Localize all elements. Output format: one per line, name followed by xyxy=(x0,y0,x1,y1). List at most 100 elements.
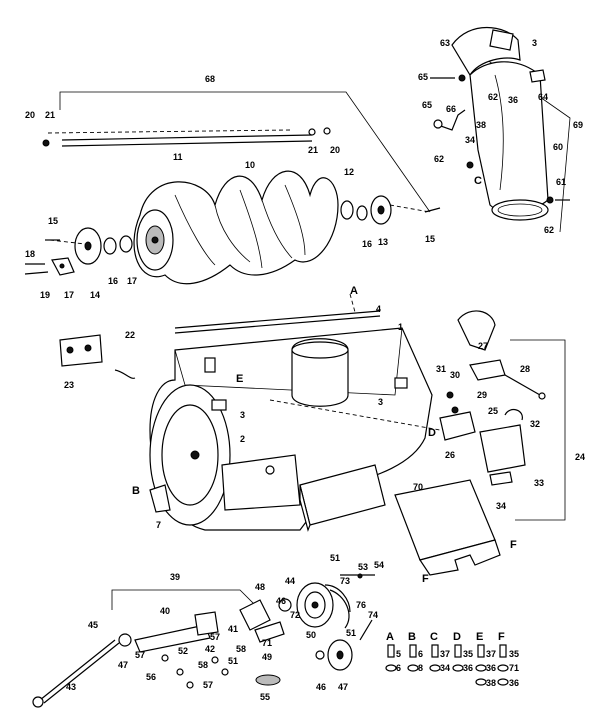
key-34: 34 xyxy=(440,663,450,673)
key-38: 38 xyxy=(486,678,496,688)
callout-20: 20 xyxy=(25,110,35,120)
callout-3: 3 xyxy=(240,410,245,420)
callout-72: 72 xyxy=(290,610,300,620)
callout-65: 65 xyxy=(418,72,428,82)
callout-69: 69 xyxy=(573,120,583,130)
letter-callouts: A B C D E F F A B C D E F xyxy=(132,175,517,643)
callout-41: 41 xyxy=(228,624,238,634)
callout-21: 21 xyxy=(45,110,55,120)
callout-62: 62 xyxy=(434,154,444,164)
callout-42: 42 xyxy=(205,644,215,654)
callout-53: 53 xyxy=(358,562,368,572)
key-letter-c: C xyxy=(430,631,438,643)
key-5: 5 xyxy=(396,649,401,659)
callout-27: 27 xyxy=(478,341,488,351)
callout-10: 10 xyxy=(245,160,255,170)
callout-34: 34 xyxy=(465,135,475,145)
callout-47: 47 xyxy=(118,660,128,670)
key-letter-a: A xyxy=(386,631,394,643)
callout-55: 55 xyxy=(260,692,270,702)
callout-23: 23 xyxy=(64,380,74,390)
callout-7: 7 xyxy=(156,520,161,530)
callout-46: 46 xyxy=(276,596,286,606)
callout-71: 71 xyxy=(262,638,272,648)
callout-26: 26 xyxy=(445,450,455,460)
key-letter-b: B xyxy=(408,631,416,643)
callout-43: 43 xyxy=(66,682,76,692)
key-6: 6 xyxy=(396,663,401,673)
key-35: 35 xyxy=(463,649,473,659)
letter-f: F xyxy=(510,539,517,551)
key-letter-f: F xyxy=(498,631,505,643)
callout-63: 63 xyxy=(440,38,450,48)
callout-74: 74 xyxy=(368,610,378,620)
callout-31: 31 xyxy=(436,364,446,374)
callout-45: 45 xyxy=(88,620,98,630)
letter-f: F xyxy=(422,573,429,585)
callout-52: 52 xyxy=(178,646,188,656)
callout-38: 38 xyxy=(476,120,486,130)
key-letter-d: D xyxy=(453,631,461,643)
callout-36: 36 xyxy=(508,95,518,105)
callout-25: 25 xyxy=(488,406,498,416)
key-36: 36 xyxy=(463,663,473,673)
callout-33: 33 xyxy=(534,478,544,488)
callout-68: 68 xyxy=(205,74,215,84)
callout-49: 49 xyxy=(262,652,272,662)
key-letter-e: E xyxy=(476,631,483,643)
callout-3: 3 xyxy=(532,38,537,48)
letter-e: E xyxy=(236,373,243,385)
auger-assembly xyxy=(24,91,441,285)
callout-64: 64 xyxy=(538,92,548,102)
callout-51: 51 xyxy=(330,553,340,563)
callout-73: 73 xyxy=(340,576,350,586)
callout-16: 16 xyxy=(108,276,118,286)
callout-14: 14 xyxy=(90,290,100,300)
drive-linkage xyxy=(32,573,375,708)
callout-57: 57 xyxy=(135,650,145,660)
auger-housing xyxy=(59,293,566,576)
callout-22: 22 xyxy=(125,330,135,340)
key-36: 36 xyxy=(509,678,519,688)
callout-20: 20 xyxy=(330,145,340,155)
callout-17: 17 xyxy=(64,290,74,300)
callout-17: 17 xyxy=(127,276,137,286)
callout-60: 60 xyxy=(553,142,563,152)
callout-28: 28 xyxy=(520,364,530,374)
callout-51: 51 xyxy=(228,656,238,666)
discharge-chute xyxy=(430,26,571,233)
callout-65: 65 xyxy=(422,100,432,110)
callout-48: 48 xyxy=(255,582,265,592)
callout-61: 61 xyxy=(556,177,566,187)
callout-2: 2 xyxy=(240,434,245,444)
callout-66: 66 xyxy=(446,104,456,114)
letter-b: B xyxy=(132,485,140,497)
callout-15: 15 xyxy=(48,216,58,226)
callout-30: 30 xyxy=(450,370,460,380)
letter-d: D xyxy=(428,427,436,439)
callout-4: 4 xyxy=(376,304,381,314)
key-37: 37 xyxy=(486,649,496,659)
callout-44: 44 xyxy=(285,576,295,586)
callout-18: 18 xyxy=(25,249,35,259)
callout-3: 3 xyxy=(378,397,383,407)
callout-12: 12 xyxy=(344,167,354,177)
key-6: 6 xyxy=(418,649,423,659)
callout-56: 56 xyxy=(146,672,156,682)
callout-15: 15 xyxy=(425,234,435,244)
callout-1: 1 xyxy=(398,322,403,332)
callout-62: 62 xyxy=(544,225,554,235)
callout-54: 54 xyxy=(374,560,384,570)
callout-57: 57 xyxy=(203,680,213,690)
callout-13: 13 xyxy=(378,237,388,247)
callout-58: 58 xyxy=(198,660,208,670)
letter-c: C xyxy=(474,175,482,187)
callout-40: 40 xyxy=(160,606,170,616)
key-71: 71 xyxy=(509,663,519,673)
key-37: 37 xyxy=(440,649,450,659)
key-8: 8 xyxy=(418,663,423,673)
callout-19: 19 xyxy=(40,290,50,300)
hardware-key xyxy=(385,644,509,686)
callout-57: 57 xyxy=(210,632,220,642)
